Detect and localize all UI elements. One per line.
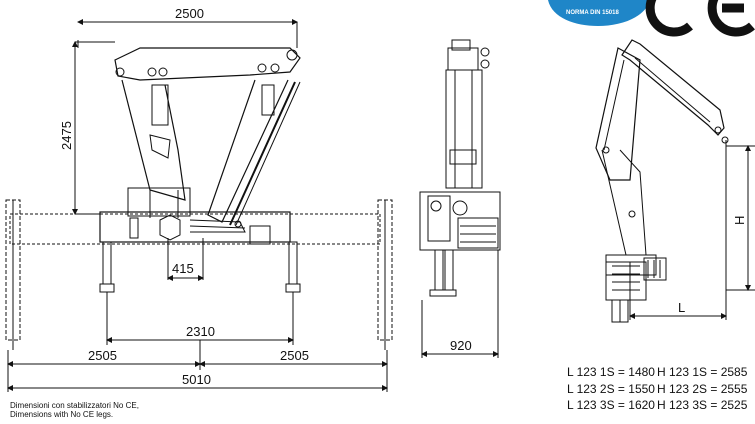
dim-total-width: 5010 — [182, 372, 211, 387]
ce-mark — [645, 0, 755, 37]
dim-half-left: 2505 — [88, 348, 117, 363]
dim-height: 2475 — [59, 121, 74, 150]
l-spec-1: L 123 1S = 1480 — [567, 365, 655, 379]
front-view — [5, 19, 393, 392]
dim-side-width: 920 — [450, 338, 472, 353]
dim-offset: 415 — [172, 261, 194, 276]
h-spec-1: H 123 1S = 2585 — [657, 365, 748, 379]
h-spec-3: H 123 3S = 2525 — [657, 398, 748, 412]
caption-line-1: Dimensioni con stabilizzatori No CE, — [10, 401, 139, 410]
caption-line-2: Dimensions with No CE legs. — [10, 409, 114, 419]
dim-half-right: 2505 — [280, 348, 309, 363]
h-spec-list: H 123 1S = 2585 H 123 2S = 2555 H 123 3S… — [657, 364, 747, 414]
h-spec-2: H 123 2S = 2555 — [657, 381, 748, 396]
reach-l-label: L — [678, 300, 685, 315]
reach-view — [595, 39, 755, 323]
reach-h-label: H — [732, 216, 747, 225]
norm-badge-text: NORMA DIN 15018 — [566, 10, 619, 16]
l-spec-2: L 123 2S = 1550 — [567, 381, 655, 396]
dimensions-caption: Dimensioni con stabilizzatori No CE, Dim… — [10, 401, 139, 419]
l-spec-list: L 123 1S = 1480 L 123 2S = 1550 L 123 3S… — [567, 364, 655, 414]
dim-outrigger-span: 2310 — [186, 324, 215, 339]
norm-badge: NORMA DIN 15018 — [548, 0, 650, 26]
side-view — [419, 39, 501, 358]
l-spec-3: L 123 3S = 1620 — [567, 398, 655, 412]
dim-width-top: 2500 — [175, 6, 204, 21]
